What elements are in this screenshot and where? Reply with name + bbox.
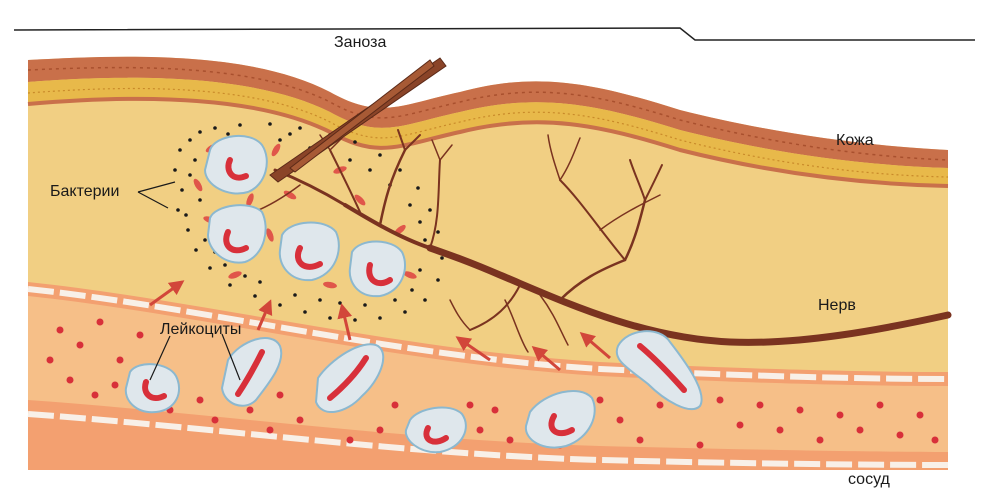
leukocyte-cell [406, 407, 466, 452]
skin-label: Кожа [836, 133, 874, 149]
leukocyte-cell [205, 136, 267, 194]
vessel-label: сосуд [848, 472, 890, 488]
leukocyte-cell [208, 205, 266, 262]
splinter-label: Заноза [334, 35, 386, 51]
leukocyte-cell [350, 242, 405, 297]
nerve-label: Нерв [818, 298, 856, 314]
leukocyte-cell [126, 364, 179, 412]
frame-line [14, 28, 975, 40]
leukocytes-label: Лейкоциты [160, 322, 241, 338]
bacteria-label: Бактерии [50, 184, 119, 200]
